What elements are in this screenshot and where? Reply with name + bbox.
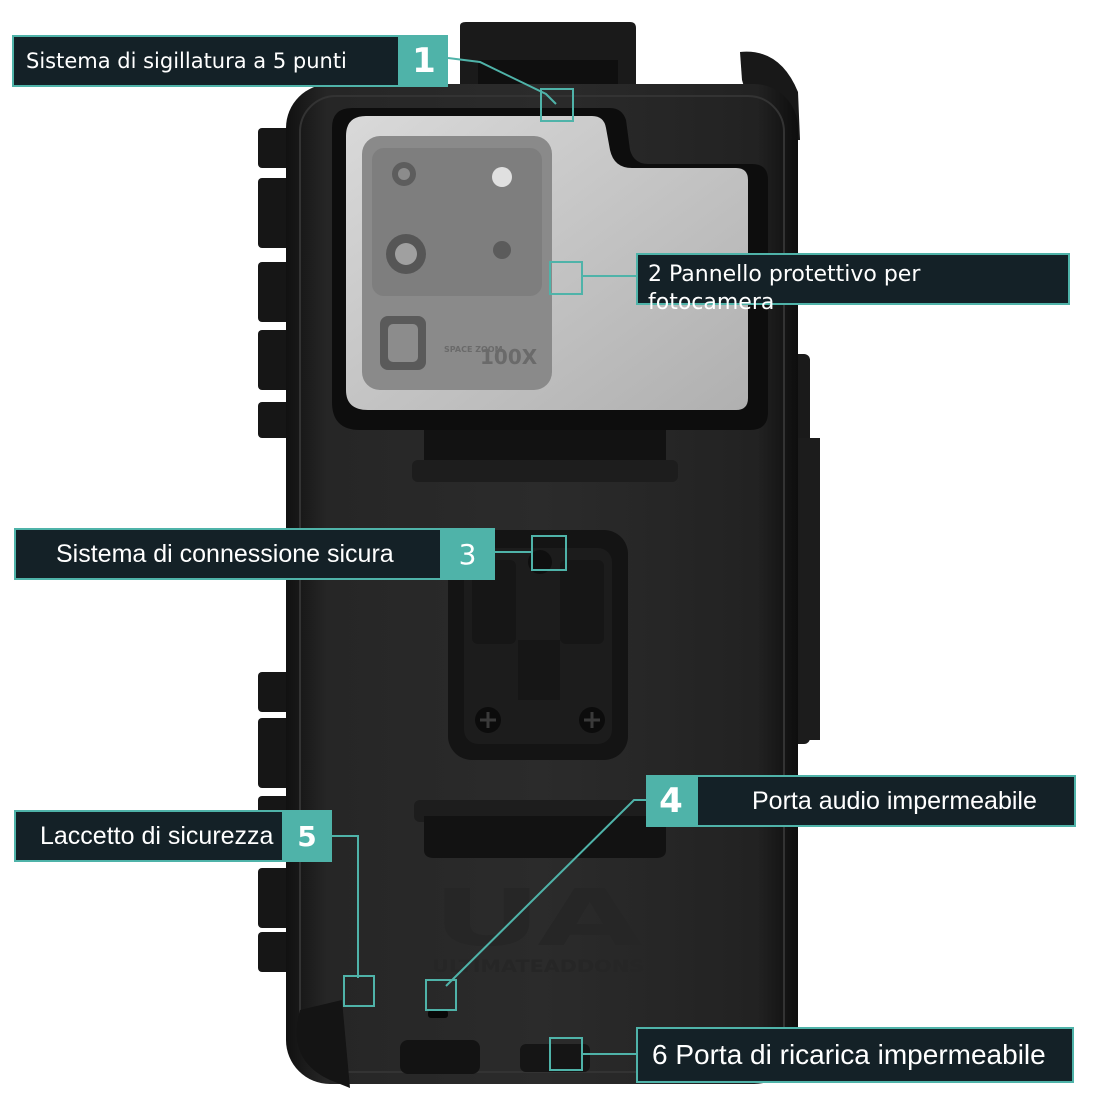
- callout-4-text: Porta audio impermeabile: [752, 786, 1037, 815]
- brand-name: ULTIMATEADDONS: [432, 957, 644, 977]
- upper-clamp: [412, 430, 678, 482]
- callout-6-label: 6 Porta di ricarica impermeabile: [636, 1027, 1074, 1083]
- callout-2-text: 2 Pannello protettivo per fotocamera: [648, 262, 921, 315]
- camera-space-zoom-text: SPACE ZOOM: [444, 345, 503, 354]
- callout-1-number: 1: [400, 35, 448, 87]
- callout-3-number: 3: [440, 528, 495, 580]
- callout-5-label: Laccetto di sicurezza: [14, 810, 284, 862]
- callout-6-text: 6 Porta di ricarica impermeabile: [652, 1039, 1046, 1070]
- callout-5-text: Laccetto di sicurezza: [40, 821, 274, 850]
- callout-1-text: Sistema di sigillatura a 5 punti: [26, 49, 347, 73]
- callout-2-label: 2 Pannello protettivo per fotocamera: [636, 253, 1070, 315]
- callout-4-label: Porta audio impermeabile: [696, 775, 1076, 827]
- callout-4-number: 4: [646, 775, 696, 827]
- camera-zoom-text: 100X: [480, 345, 538, 369]
- callout-1-label: Sistema di sigillatura a 5 punti: [12, 35, 400, 87]
- callout-3-text: Sistema di connessione sicura: [56, 539, 394, 568]
- brand-logo-mark: UA: [432, 874, 642, 964]
- callout-5-number: 5: [282, 810, 332, 862]
- mount-adapter: [448, 530, 628, 760]
- lower-clamp: [414, 800, 678, 858]
- callout-3-label: Sistema di connessione sicura: [14, 528, 446, 580]
- brand-logo: UA ULTIMATEADDONS: [432, 874, 644, 977]
- callout-leaders: [332, 57, 646, 1071]
